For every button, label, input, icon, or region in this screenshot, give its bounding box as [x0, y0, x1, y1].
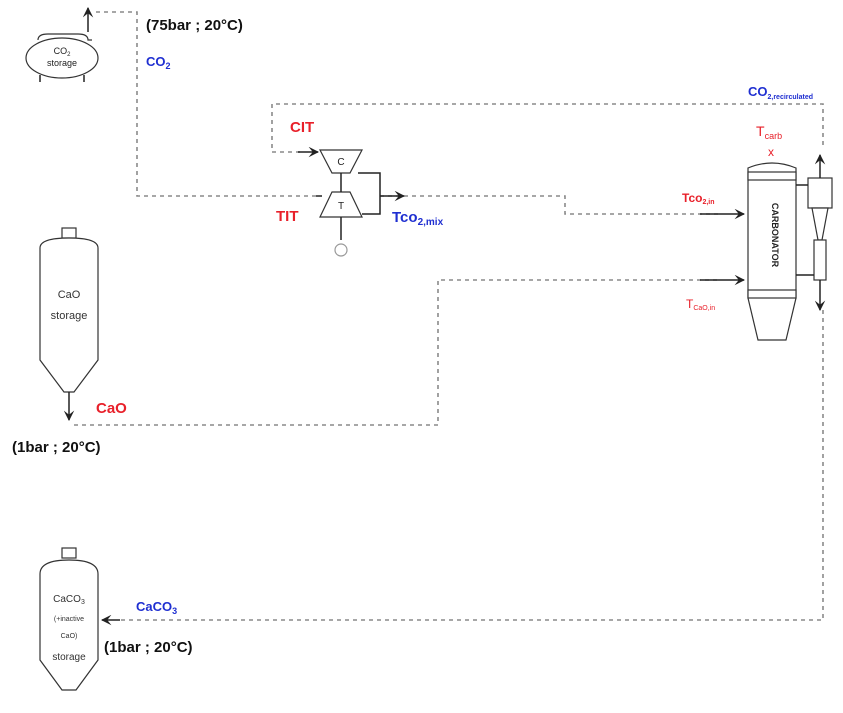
- svg-text:CO2: CO2: [54, 46, 72, 58]
- cao-conditions: (1bar ; 20°C): [12, 439, 101, 456]
- carbonator-label: CARBONATOR: [770, 203, 780, 268]
- cao-label: CaO: [96, 400, 127, 417]
- tco2mix-label: Tco2,mix: [392, 209, 444, 228]
- caco3-storage-label2: (+inactive: [54, 616, 84, 623]
- caco3-storage-label3: CaO): [61, 633, 78, 640]
- caco3-storage-label4: storage: [52, 652, 86, 663]
- caco3-label: CaCO3: [136, 599, 177, 616]
- carbonator-reactor: CARBONATOR: [700, 153, 833, 341]
- compressor-turbine-unit: C T: [298, 146, 406, 257]
- compressor-label: C: [337, 157, 344, 168]
- cit-label: CIT: [290, 119, 314, 136]
- co2-label: CO2: [146, 54, 171, 71]
- co2-recirculated-label: CO2,recirculated: [748, 84, 813, 101]
- turbine-icon: [319, 191, 363, 218]
- cao-storage-silo: CaO storage: [39, 227, 99, 422]
- co2-storage-conditions: (75bar ; 20°C): [146, 17, 243, 34]
- cao-stream-line: [74, 279, 720, 426]
- tco2in-label: Tco2,in: [682, 191, 715, 206]
- tco2mix-line: [380, 195, 720, 215]
- caco3-stream-line: [120, 310, 824, 621]
- caco3-conditions: (1bar ; 20°C): [104, 639, 193, 656]
- co2-storage-label2: storage: [47, 58, 77, 68]
- caco3-storage-silo: CaCO3 (+inactive CaO) storage: [39, 547, 120, 691]
- compressor-icon: [319, 149, 363, 174]
- generator-icon: [334, 243, 348, 257]
- dashed-streams: [74, 11, 824, 621]
- tcaoin-label: TCaO,in: [686, 297, 715, 312]
- co2-storage-tank: CO2 storage: [25, 6, 99, 82]
- cao-storage-label: CaO: [58, 289, 81, 301]
- cao-storage-label2: storage: [51, 310, 88, 322]
- tcarb-marker: x: [768, 145, 774, 159]
- co2-recirculated-line: [271, 103, 824, 153]
- tit-label: TIT: [276, 208, 299, 225]
- svg-text:CaCO3: CaCO3: [53, 594, 85, 606]
- tcarb-label: Tcarb: [756, 123, 782, 141]
- turbine-label: T: [338, 201, 344, 212]
- caco3-storage-label: CaCO: [53, 594, 81, 605]
- co2-storage-label: CO: [54, 46, 68, 56]
- stream-labels: (75bar ; 20°C) CO2 CO2,recirculated CIT …: [12, 17, 813, 656]
